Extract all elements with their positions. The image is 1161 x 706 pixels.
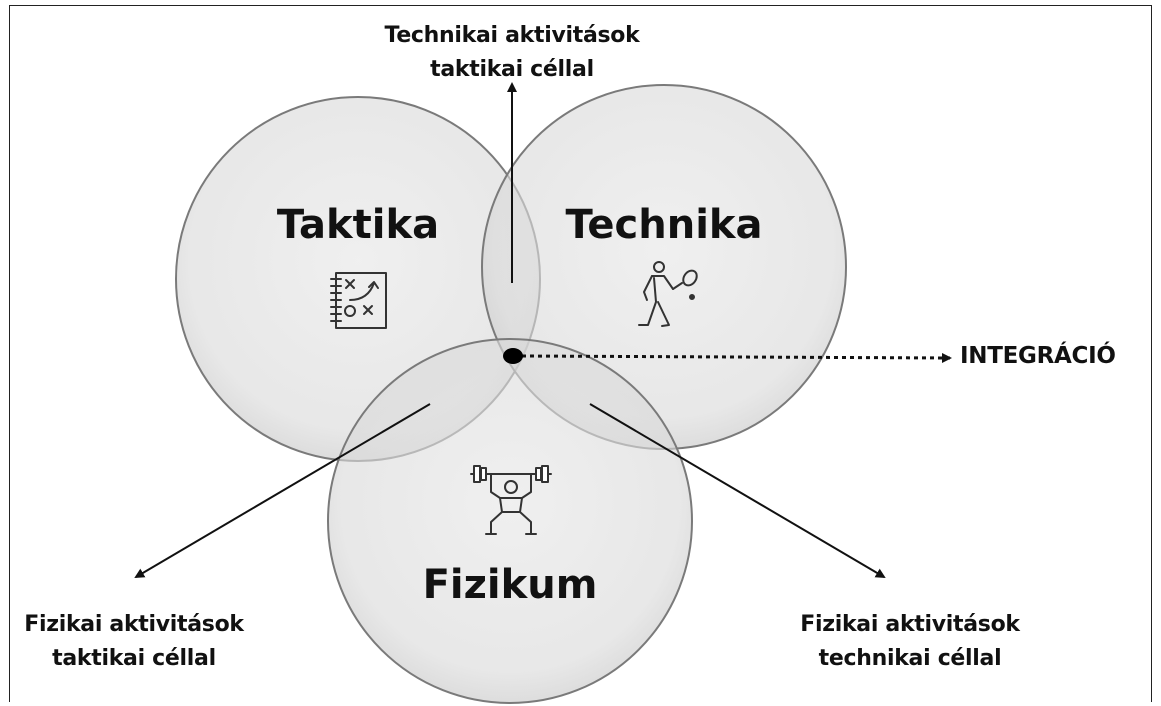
fizikum-title: Fizikum (422, 562, 598, 608)
diagram-frame (9, 5, 1152, 702)
integration-label: INTEGRÁCIÓ (960, 343, 1116, 369)
arrow-left (134, 403, 431, 579)
technika-title: Technika (565, 202, 763, 248)
left-label-line2: taktikai céllal (52, 646, 216, 671)
right-label-line2: technikai céllal (818, 646, 1002, 671)
integration-point (503, 348, 523, 364)
circle-fizikum (327, 338, 693, 704)
left-label: Fizikai aktivitások taktikai céllal (0, 608, 268, 676)
top-label-line1: Technikai aktivitások (384, 23, 640, 48)
arrow-right (589, 403, 886, 579)
taktika-title: Taktika (276, 202, 440, 248)
top-label-line2: taktikai céllal (430, 57, 594, 82)
right-label: Fizikai aktivitások technikai céllal (765, 608, 1055, 676)
tactics-board-icon (330, 272, 387, 329)
tennis-player-icon (638, 261, 698, 327)
right-label-line1: Fizikai aktivitások (800, 612, 1020, 637)
left-label-line1: Fizikai aktivitások (24, 612, 244, 637)
weightlifter-icon (470, 465, 552, 535)
top-label: Technikai aktivitások taktikai céllal (342, 19, 682, 87)
